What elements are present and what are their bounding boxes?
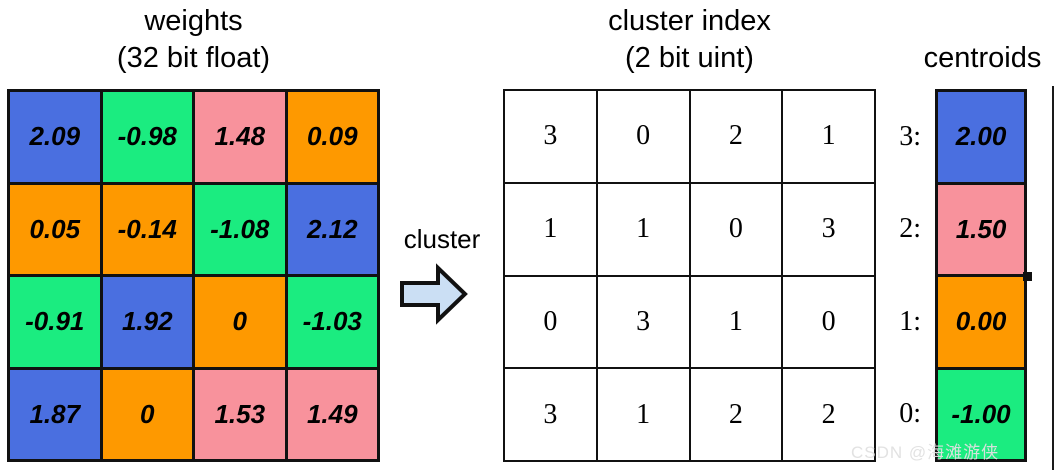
weight-cell-r0c2: 1.48 [195, 92, 285, 182]
right-edge-divider-line [1052, 86, 1054, 470]
index-cell-r2c1: 3 [597, 276, 689, 368]
centroid-cell-2: 1.50 [938, 184, 1024, 274]
centroids-column: 2.00 1.50 0.00 -1.00 [935, 89, 1027, 462]
index-cell-r3c3: 2 [783, 369, 874, 460]
weights-title: weights (32 bit float) [7, 3, 380, 77]
cluster-index-matrix: 3 0 2 1 1 1 0 3 0 3 1 0 3 1 2 2 [503, 89, 876, 462]
weight-cell-r2c2: 0 [195, 277, 285, 367]
centroid-cell-0: -1.00 [938, 369, 1024, 459]
right-arrow-shape [400, 263, 468, 325]
drawing-anchor-handle [1023, 272, 1032, 281]
cluster-index-title-line2: (2 bit uint) [625, 42, 754, 74]
index-cell-r0c2: 2 [690, 91, 782, 182]
weight-cell-r1c1: -0.14 [102, 184, 192, 274]
weight-cell-r2c3: -1.03 [287, 277, 377, 367]
weight-cell-r0c3: 0.09 [287, 92, 377, 182]
centroid-label-2: 2: [899, 213, 921, 245]
weight-cell-r1c0: 0.05 [10, 184, 100, 274]
index-cell-r3c0: 3 [505, 369, 596, 460]
centroid-label-3: 3: [899, 120, 921, 152]
centroid-index-labels: 3: 2: 1: 0: [868, 89, 928, 462]
centroids-title: centroids [923, 42, 1042, 74]
weight-cell-r3c2: 1.53 [195, 369, 285, 459]
index-cell-r1c2: 0 [690, 183, 782, 275]
watermark-text: CSDN @海滩游侠 [851, 443, 1000, 462]
weight-cell-r1c2: -1.08 [195, 184, 285, 274]
index-cell-r1c3: 3 [783, 183, 874, 275]
weight-cell-r1c3: 2.12 [287, 184, 377, 274]
index-cell-r0c1: 0 [597, 91, 689, 182]
index-cell-r1c1: 1 [597, 183, 689, 275]
index-cell-r1c0: 1 [505, 183, 596, 275]
weight-cell-r2c1: 1.92 [102, 277, 192, 367]
weight-cell-r0c0: 2.09 [10, 92, 100, 182]
weight-cell-r3c1: 0 [102, 369, 192, 459]
centroid-cell-3: 2.00 [938, 92, 1024, 182]
index-cell-r2c0: 0 [505, 276, 596, 368]
weights-title-line2: (32 bit float) [116, 42, 271, 74]
index-cell-r3c1: 1 [597, 369, 689, 460]
weight-cell-r2c0: -0.91 [10, 277, 100, 367]
centroid-label-0: 0: [899, 398, 921, 430]
right-arrow-icon [400, 263, 468, 325]
weight-cell-r0c1: -0.98 [102, 92, 192, 182]
index-cell-r3c2: 2 [690, 369, 782, 460]
index-cell-r2c2: 1 [690, 276, 782, 368]
weight-cell-r3c0: 1.87 [10, 369, 100, 459]
weight-cell-r3c3: 1.49 [287, 369, 377, 459]
centroid-cell-1: 0.00 [938, 277, 1024, 367]
index-cell-r0c0: 3 [505, 91, 596, 182]
cluster-index-title: cluster index (2 bit uint) [503, 3, 876, 77]
cluster-arrow-label: cluster [403, 224, 481, 254]
weights-matrix: 2.09 -0.98 1.48 0.09 0.05 -0.14 -1.08 2.… [7, 89, 380, 462]
index-cell-r2c3: 0 [783, 276, 874, 368]
index-cell-r0c3: 1 [783, 91, 874, 182]
centroid-label-1: 1: [899, 305, 921, 337]
cluster-index-title-line1: cluster index [608, 5, 771, 37]
weights-title-line1: weights [144, 5, 243, 37]
